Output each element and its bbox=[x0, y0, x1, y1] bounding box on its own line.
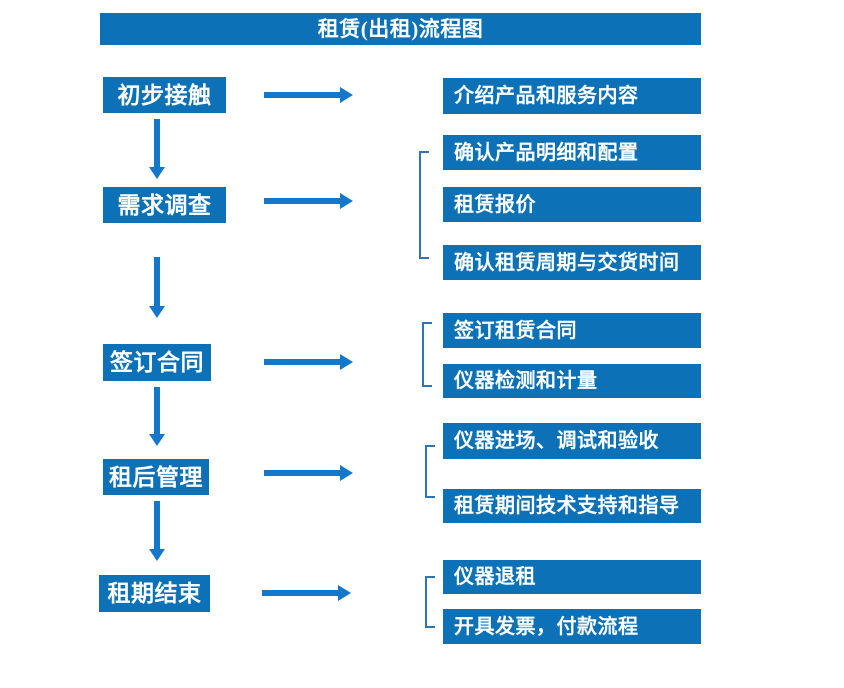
group-bracket-2 bbox=[422, 322, 432, 387]
step-lease-end: 租期结束 bbox=[99, 575, 210, 612]
down-arrow-icon-3 bbox=[149, 387, 165, 446]
output-tech-support: 租赁期间技术支持和指导 bbox=[443, 489, 701, 523]
down-arrow-icon-2 bbox=[149, 257, 165, 318]
step-post-rental-management: 租后管理 bbox=[103, 459, 209, 495]
output-invoice-payment: 开具发票，付款流程 bbox=[443, 609, 701, 644]
output-instrument-testing: 仪器检测和计量 bbox=[443, 364, 701, 398]
output-rental-quote: 租赁报价 bbox=[443, 187, 701, 222]
output-instrument-setup-acceptance: 仪器进场、调试和验收 bbox=[443, 423, 701, 459]
step-demand-survey: 需求调查 bbox=[103, 187, 226, 223]
flowchart-title: 租赁(出租)流程图 bbox=[100, 13, 701, 45]
step-sign-contract: 签订合同 bbox=[103, 344, 211, 381]
right-arrow-icon-3 bbox=[264, 354, 353, 370]
down-arrow-icon-1 bbox=[149, 119, 165, 179]
right-arrow-icon-5 bbox=[262, 585, 351, 601]
output-intro-products: 介绍产品和服务内容 bbox=[443, 78, 701, 114]
down-arrow-icon-4 bbox=[149, 501, 165, 561]
group-bracket-4 bbox=[425, 576, 435, 628]
group-bracket-1 bbox=[419, 151, 429, 259]
right-arrow-icon-1 bbox=[264, 87, 353, 103]
output-instrument-return: 仪器退租 bbox=[443, 560, 701, 594]
right-arrow-icon-4 bbox=[264, 465, 353, 481]
output-confirm-details: 确认产品明细和配置 bbox=[443, 135, 701, 170]
step-initial-contact: 初步接触 bbox=[103, 77, 226, 113]
right-arrow-icon-2 bbox=[264, 193, 353, 209]
group-bracket-3 bbox=[425, 445, 435, 498]
output-sign-rental-contract: 签订租赁合同 bbox=[443, 313, 701, 348]
output-confirm-period-delivery: 确认租赁周期与交货时间 bbox=[443, 245, 701, 280]
